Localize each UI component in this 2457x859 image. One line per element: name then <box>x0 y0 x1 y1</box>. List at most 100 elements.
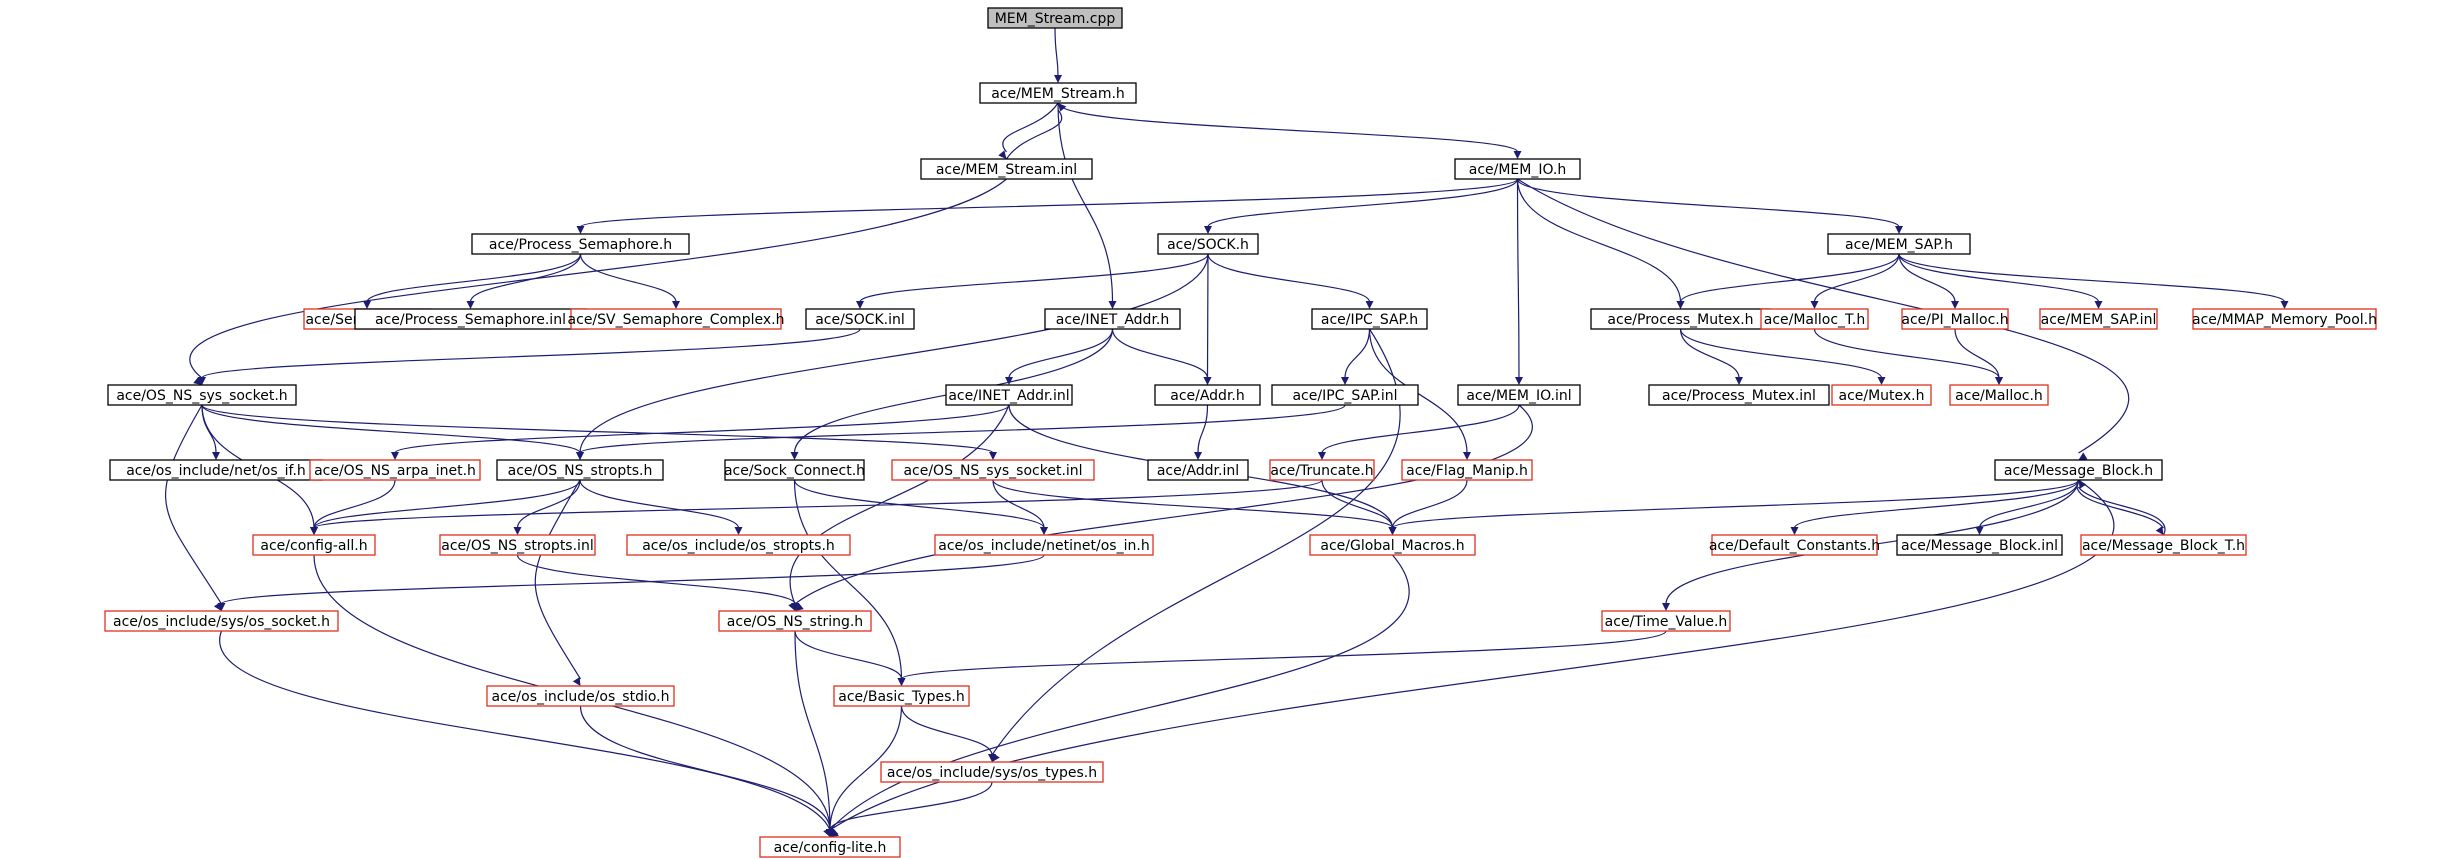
node-box[interactable] <box>1044 308 1181 330</box>
node-box[interactable] <box>987 7 1123 29</box>
node-msgblockt-h[interactable]: ace/Message_Block_T.h <box>2080 534 2247 556</box>
node-addr-h[interactable]: ace/Addr.h <box>1154 384 1261 406</box>
node-box[interactable] <box>252 534 376 556</box>
node-box[interactable] <box>1147 459 1249 481</box>
node-box[interactable] <box>439 534 596 556</box>
node-msgblock-h[interactable]: ace/Message_Block.h <box>1994 459 2163 481</box>
node-root[interactable]: MEM_Stream.cpp <box>987 7 1123 29</box>
node-osif-h[interactable]: ace/os_include/net/os_if.h <box>109 459 323 481</box>
node-box[interactable] <box>1269 459 1375 481</box>
node-osstdio-h[interactable]: ace/os_include/os_stdio.h <box>486 685 675 707</box>
node-box[interactable] <box>471 233 690 255</box>
node-memstream-h[interactable]: ace/MEM_Stream.h <box>979 82 1137 104</box>
node-malloct-h[interactable]: ace/Malloc_T.h <box>1760 308 1869 330</box>
node-ipcsap-h[interactable]: ace/IPC_SAP.h <box>1311 308 1428 330</box>
node-box[interactable] <box>880 761 1104 783</box>
node-box[interactable] <box>1648 384 1830 406</box>
node-configall-h[interactable]: ace/config-all.h <box>252 534 376 556</box>
node-procmutex-h[interactable]: ace/Process_Mutex.h <box>1590 308 1771 330</box>
node-basictypes-h[interactable]: ace/Basic_Types.h <box>833 685 970 707</box>
node-flagmanip-h[interactable]: ace/Flag_Manip.h <box>1401 459 1533 481</box>
node-box[interactable] <box>309 459 481 481</box>
node-mutex-h[interactable]: ace/Mutex.h <box>1831 384 1932 406</box>
node-box[interactable] <box>1901 308 2009 330</box>
node-ossocket-h[interactable]: ace/os_include/sys/os_socket.h <box>104 610 339 632</box>
node-sock-inl[interactable]: ace/SOCK.inl <box>805 308 915 330</box>
node-box[interactable] <box>891 459 1095 481</box>
node-box[interactable] <box>2039 308 2158 330</box>
node-ipcsap-inl[interactable]: ace/IPC_SAP.inl <box>1271 384 1419 406</box>
node-osnssock-inl[interactable]: ace/OS_NS_sys_socket.inl <box>891 459 1095 481</box>
node-box[interactable] <box>1401 459 1533 481</box>
node-box[interactable] <box>107 384 297 406</box>
node-box[interactable] <box>626 534 851 556</box>
node-sock-h[interactable]: ace/SOCK.h <box>1157 233 1259 255</box>
node-stropts-inl[interactable]: ace/OS_NS_stropts.inl <box>439 534 596 556</box>
node-box[interactable] <box>1760 308 1869 330</box>
node-inetaddr-h[interactable]: ace/INET_Addr.h <box>1044 308 1181 330</box>
node-box[interactable] <box>1157 233 1259 255</box>
node-osnsstring-h[interactable]: ace/OS_NS_string.h <box>718 610 872 632</box>
node-pimalloc-h[interactable]: ace/PI_Malloc.h <box>1901 308 2009 330</box>
node-box[interactable] <box>979 82 1137 104</box>
node-procmutex-inl[interactable]: ace/Process_Mutex.inl <box>1648 384 1830 406</box>
node-box[interactable] <box>1454 158 1581 180</box>
node-memstream-inl[interactable]: ace/MEM_Stream.inl <box>920 158 1093 180</box>
node-box[interactable] <box>496 459 664 481</box>
node-arpainet-h[interactable]: ace/OS_NS_arpa_inet.h <box>309 459 481 481</box>
node-box[interactable] <box>833 685 970 707</box>
node-memio-h[interactable]: ace/MEM_IO.h <box>1454 158 1581 180</box>
node-box[interactable] <box>1896 534 2063 556</box>
node-svsem-h[interactable]: ace/SV_Semaphore_Complex.h <box>568 308 785 330</box>
node-box[interactable] <box>1711 534 1878 556</box>
node-memio-inl[interactable]: ace/MEM_IO.inl <box>1457 384 1581 406</box>
node-label: ace/OS_NS_sys_socket.inl <box>903 463 1082 479</box>
node-box[interactable] <box>1271 384 1419 406</box>
node-procsem-h[interactable]: ace/Process_Semaphore.h <box>471 233 690 255</box>
node-osin-h[interactable]: ace/os_include/netinet/os_in.h <box>934 534 1154 556</box>
node-box[interactable] <box>486 685 675 707</box>
node-osnssock-h[interactable]: ace/OS_NS_sys_socket.h <box>107 384 297 406</box>
node-box[interactable] <box>1457 384 1581 406</box>
node-box[interactable] <box>1601 610 1731 632</box>
node-box[interactable] <box>104 610 339 632</box>
node-inetaddr-inl[interactable]: ace/INET_Addr.inl <box>945 384 1073 406</box>
node-box[interactable] <box>570 308 782 330</box>
arrowhead <box>826 829 834 837</box>
node-box[interactable] <box>945 384 1073 406</box>
node-ostypes-h[interactable]: ace/os_include/sys/os_types.h <box>880 761 1104 783</box>
node-box[interactable] <box>1154 384 1261 406</box>
node-configlite-h[interactable]: ace/config-lite.h <box>759 836 901 858</box>
node-sockconn-h[interactable]: ace/Sock_Connect.h <box>724 459 865 481</box>
node-defconst-h[interactable]: ace/Default_Constants.h <box>1709 534 1880 556</box>
node-box[interactable] <box>1831 384 1932 406</box>
node-stropts-h[interactable]: ace/OS_NS_stropts.h <box>496 459 664 481</box>
node-globalmacros-h[interactable]: ace/Global_Macros.h <box>1309 534 1476 556</box>
node-osstropts-h[interactable]: ace/os_include/os_stropts.h <box>626 534 851 556</box>
node-malloc-h[interactable]: ace/Malloc.h <box>1949 384 2049 406</box>
node-box[interactable] <box>1309 534 1476 556</box>
node-msgblock-inl[interactable]: ace/Message_Block.inl <box>1896 534 2063 556</box>
edge-sock_h-to-addr_h <box>1203 253 1212 385</box>
node-box[interactable] <box>805 308 915 330</box>
node-box[interactable] <box>1949 384 2049 406</box>
node-box[interactable] <box>2080 534 2247 556</box>
node-box[interactable] <box>920 158 1093 180</box>
node-mmap-h[interactable]: ace/MMAP_Memory_Pool.h <box>2192 308 2377 330</box>
node-box[interactable] <box>759 836 901 858</box>
node-memsap-h[interactable]: ace/MEM_SAP.h <box>1827 233 1971 255</box>
node-procsem-inl[interactable]: ace/Process_Semaphore.inl <box>354 308 587 330</box>
node-box[interactable] <box>718 610 872 632</box>
node-truncate-h[interactable]: ace/Truncate.h <box>1269 459 1375 481</box>
edge-line <box>992 479 1045 529</box>
edge-line <box>220 554 1045 605</box>
node-box[interactable] <box>934 534 1154 556</box>
node-box[interactable] <box>2192 308 2377 330</box>
node-box[interactable] <box>1827 233 1971 255</box>
node-addr-inl[interactable]: ace/Addr.inl <box>1147 459 1249 481</box>
node-timevalue-h[interactable]: ace/Time_Value.h <box>1601 610 1731 632</box>
node-box[interactable] <box>724 459 865 481</box>
node-memsap-inl[interactable]: ace/MEM_SAP.inl <box>2039 308 2158 330</box>
node-box[interactable] <box>1994 459 2163 481</box>
node-box[interactable] <box>1311 308 1428 330</box>
